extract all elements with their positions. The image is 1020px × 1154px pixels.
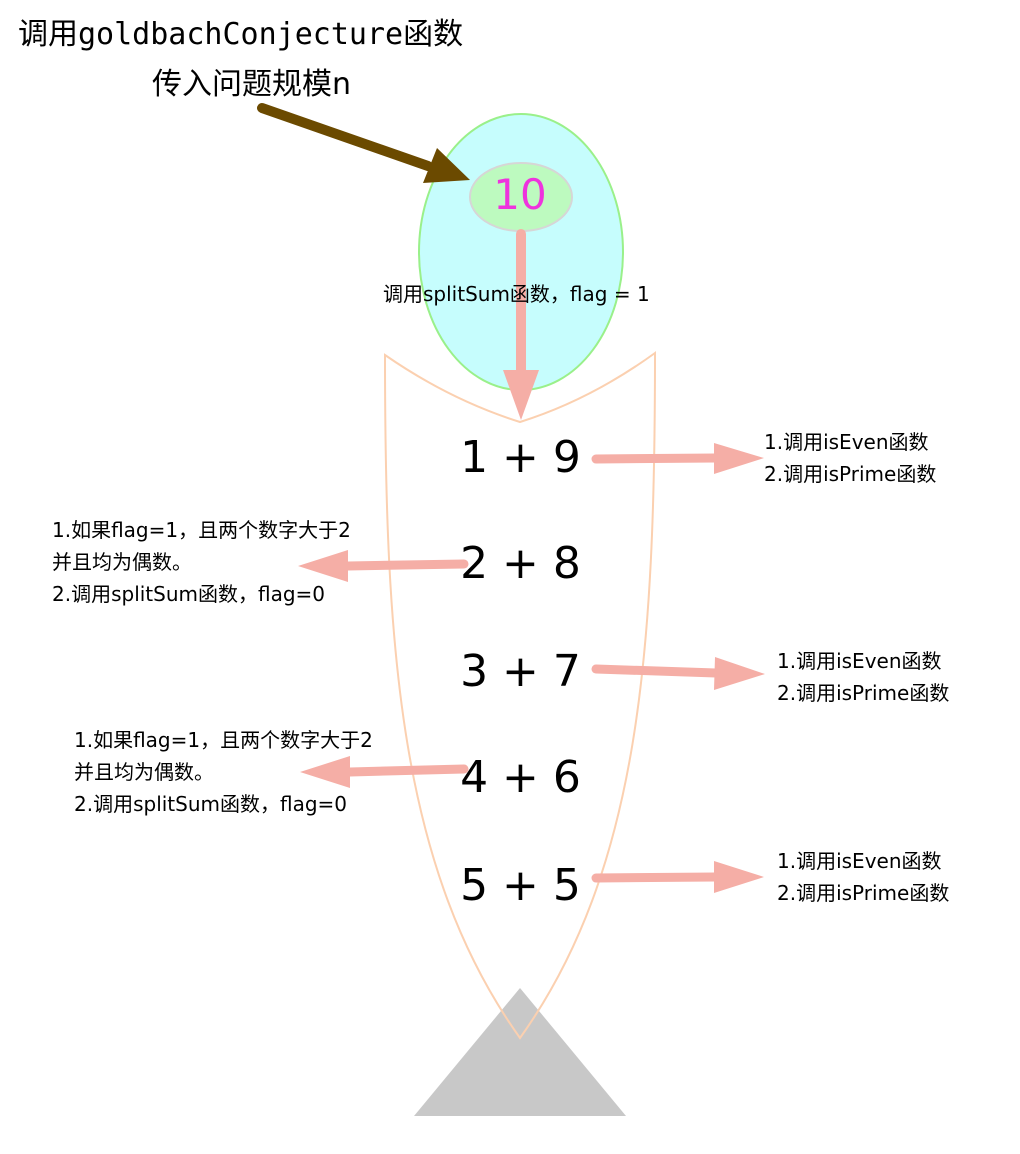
left-note-1: 1.如果flag=1，且两个数字大于2 并且均为偶数。 2.调用splitSum… <box>52 514 351 610</box>
header-line-2: 传入问题规模n <box>152 67 352 102</box>
right-note-2: 1.调用isEven函数 2.调用isPrime函数 <box>777 645 949 709</box>
pair-1: 1 + 9 <box>460 432 581 483</box>
input-arrow-head <box>423 148 470 183</box>
pair-3: 3 + 7 <box>460 646 581 697</box>
header-line-1: 调用goldbachConjecture函数 <box>18 17 464 52</box>
left-arrow-2 <box>300 756 469 788</box>
note-line: 2.调用splitSum函数，flag=0 <box>74 792 348 816</box>
right-arrow-1 <box>591 443 764 474</box>
split-call-label: 调用splitSum函数，flag = 1 <box>383 282 650 306</box>
root-value: 10 <box>493 170 547 219</box>
note-line: 并且均为偶数。 <box>74 760 214 784</box>
pair-5: 5 + 5 <box>460 860 581 911</box>
note-line: 1.如果flag=1，且两个数字大于2 <box>52 518 351 542</box>
note-line: 1.调用isEven函数 <box>777 649 942 673</box>
input-arrow-shaft <box>257 103 433 171</box>
note-line: 1.调用isEven函数 <box>777 849 942 873</box>
note-line: 1.调用isEven函数 <box>764 430 929 454</box>
right-arrow-3 <box>591 861 764 893</box>
base-triangle <box>414 988 626 1116</box>
right-note-3: 1.调用isEven函数 2.调用isPrime函数 <box>777 845 949 909</box>
note-line: 2.调用isPrime函数 <box>764 462 937 486</box>
note-line: 2.调用isPrime函数 <box>777 881 950 905</box>
body-outline <box>383 351 657 1040</box>
note-line: 2.调用splitSum函数，flag=0 <box>52 582 326 606</box>
left-note-2: 1.如果flag=1，且两个数字大于2 并且均为偶数。 2.调用splitSum… <box>74 724 373 820</box>
note-line: 1.如果flag=1，且两个数字大于2 <box>74 728 373 752</box>
note-line: 并且均为偶数。 <box>52 550 192 574</box>
left-arrow-1 <box>298 550 469 582</box>
right-note-1: 1.调用isEven函数 2.调用isPrime函数 <box>764 426 936 490</box>
split-arrow-head <box>503 370 539 420</box>
note-line: 2.调用isPrime函数 <box>777 681 950 705</box>
pair-4: 4 + 6 <box>460 752 581 803</box>
pair-2: 2 + 8 <box>460 538 581 589</box>
right-arrow-2 <box>591 657 765 690</box>
